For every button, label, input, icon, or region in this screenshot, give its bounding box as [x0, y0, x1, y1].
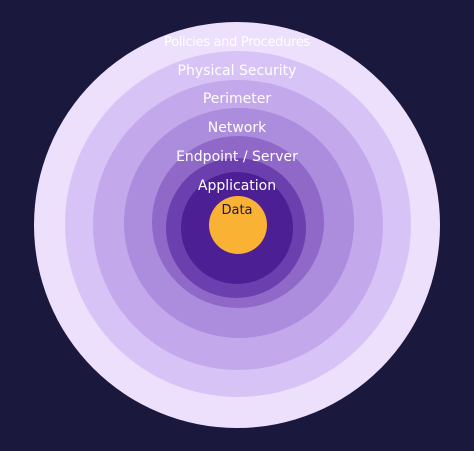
core-data [209, 196, 267, 254]
label-perimeter: Perimeter [202, 91, 272, 107]
label-data: Data [221, 203, 253, 218]
label-network: Network [207, 120, 267, 136]
label-physical-security: Physical Security [177, 63, 297, 79]
label-endpoint-server: Endpoint / Server [176, 149, 298, 165]
label-policies-and-procedures: Policies and Procedures [164, 35, 310, 50]
label-application: Application [197, 178, 277, 194]
